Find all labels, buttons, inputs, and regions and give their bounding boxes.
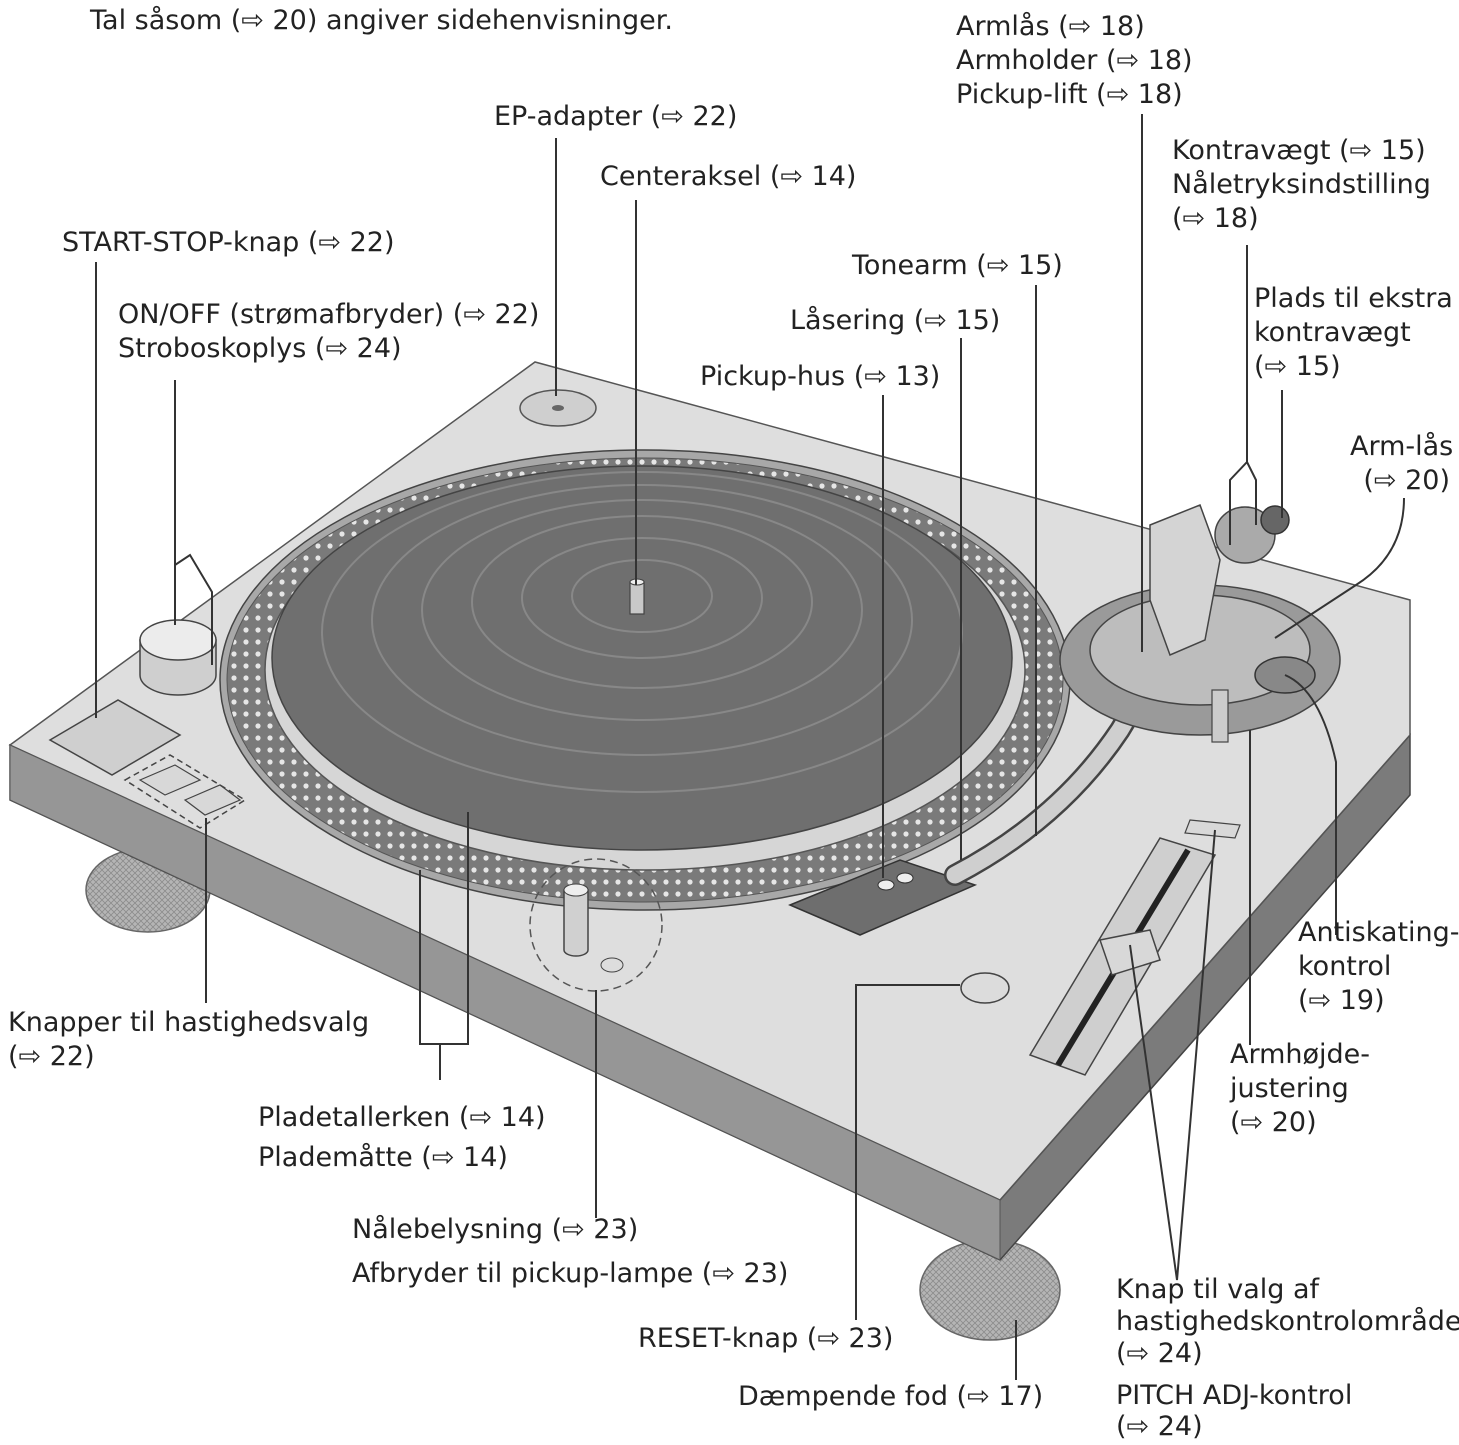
label-nalebelysning: Nålebelysning (⇨ 23) [352,1214,639,1245]
stylus-light [529,858,663,992]
label-armholder: Armholder (⇨ 18) [956,45,1193,76]
label-plads-1: Plads til ekstra [1254,283,1453,314]
speed-buttons [123,754,247,829]
label-armhojde-group: Armhøjde- justering (⇨ 20) [1230,1038,1370,1140]
label-plademaatte: Plademåtte (⇨ 14) [258,1142,508,1173]
label-hastighed-1: Knapper til hastighedsvalg [8,1007,370,1038]
label-nalebelysning-group: Nålebelysning (⇨ 23) Afbryder til pickup… [352,1208,788,1296]
label-arm-las: Arm-lås [1350,431,1454,462]
label-armhojde-1: Armhøjde- [1230,1039,1371,1070]
label-pickup-lift: Pickup-lift (⇨ 18) [956,79,1183,110]
center-spindle [629,581,645,615]
label-ep-adapter: EP-adapter (⇨ 22) [494,101,738,132]
label-antiskating-2: kontrol [1298,951,1392,982]
label-stroboskop: Stroboskoplys (⇨ 24) [118,333,402,364]
label-tonearm: Tonearm (⇨ 15) [852,250,1063,281]
reset-button-shape [960,972,1010,1004]
label-pickup-hus: Pickup-hus (⇨ 13) [700,361,941,392]
label-armlas: Armlås (⇨ 18) [956,11,1145,42]
label-hastighed-ref: (⇨ 22) [8,1041,95,1072]
label-pladetallerken: Pladetallerken (⇨ 14) [258,1102,546,1133]
label-knap-valg-1: Knap til valg af [1116,1274,1320,1305]
label-naletryk-ref: (⇨ 18) [1172,203,1259,234]
label-armhojde-2: justering [1230,1073,1349,1104]
label-plads-ref: (⇨ 15) [1254,351,1341,382]
platter [219,449,1071,911]
leader-lines [95,114,1405,1380]
label-antiskating-1: Antiskating- [1298,917,1459,948]
label-antiskating-group: Antiskating- kontrol (⇨ 19) [1298,916,1459,1018]
label-kontravaegt: Kontravægt (⇨ 15) [1172,135,1426,166]
label-afbryder: Afbryder til pickup-lampe (⇨ 23) [352,1258,789,1289]
label-plads-group: Plads til ekstra kontravægt (⇨ 15) [1254,282,1453,384]
label-naletryk: Nåletryksindstilling [1172,169,1431,200]
label-kontravaegt-group: Kontravægt (⇨ 15) Nåletryksindstilling (… [1172,134,1431,236]
label-plads-2: kontravægt [1254,317,1411,348]
label-knap-valg-ref: (⇨ 24) [1116,1338,1203,1369]
label-pladetallerken-group: Pladetallerken (⇨ 14) Plademåtte (⇨ 14) [258,1098,546,1178]
label-knap-valg-2: hastighedskontrolområde [1116,1306,1459,1337]
label-centeraksel: Centeraksel (⇨ 14) [600,161,857,192]
intro-text: Tal såsom (⇨ 20) angiver sidehenvisninge… [90,5,673,36]
label-on-off: ON/OFF (strømafbryder) (⇨ 22) [118,299,540,330]
ep-adapter [519,389,597,427]
label-antiskating-ref: (⇨ 19) [1298,985,1385,1016]
tonearm-assembly [788,504,1341,936]
label-arm-las-group: Arm-lås (⇨ 20) [1350,430,1454,498]
power-knob [139,619,217,696]
label-start-stop: START-STOP-knap (⇨ 22) [62,227,395,258]
label-arm-las-ref: (⇨ 20) [1363,465,1450,496]
label-hastighed-group: Knapper til hastighedsvalg (⇨ 22) [8,1006,369,1074]
label-armhojde-ref: (⇨ 20) [1230,1107,1317,1138]
label-armlas-group: Armlås (⇨ 18) Armholder (⇨ 18) Pickup-li… [956,10,1193,112]
label-pitch-group: PITCH ADJ-kontrol (⇨ 24) [1116,1380,1352,1442]
label-knap-valg-group: Knap til valg af hastighedskontrolområde… [1116,1274,1459,1370]
pitch-slider [1028,819,1241,1076]
label-pitch-1: PITCH ADJ-kontrol [1116,1380,1353,1411]
label-on-off-group: ON/OFF (strømafbryder) (⇨ 22) Stroboskop… [118,298,539,366]
label-pitch-ref: (⇨ 24) [1116,1411,1203,1442]
label-lasering: Låsering (⇨ 15) [790,305,1001,336]
label-daempende: Dæmpende fod (⇨ 17) [738,1381,1044,1412]
label-reset: RESET-knap (⇨ 23) [638,1323,894,1354]
